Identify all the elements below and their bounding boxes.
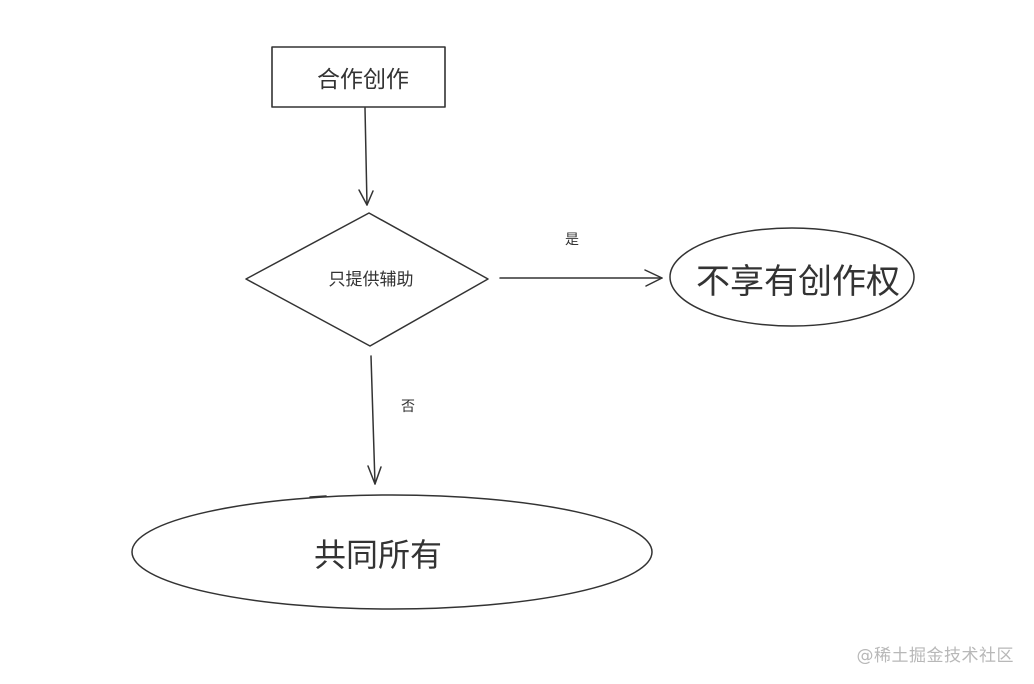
no-result-node-label: 共同所有 [314, 536, 442, 574]
yes-result-node-label: 不享有创作权 [696, 262, 900, 302]
no-result-node-ellipse [131, 494, 653, 610]
decision-node-diamond [245, 212, 489, 347]
arrow-decision-to-no [367, 355, 382, 485]
arrow-decision-to-yes [499, 269, 663, 287]
arrow-start-to-decision [358, 107, 374, 206]
decision-node-label: 只提供辅助 [329, 270, 414, 290]
no-result-ellipse-stroke-mark [309, 495, 327, 498]
yes-result-node-ellipse [669, 227, 915, 327]
watermark-text: @稀土掘金技术社区 [856, 646, 1014, 666]
start-node-box [271, 46, 446, 108]
start-node-label: 合作创作 [317, 67, 409, 93]
yes-edge-label: 是 [565, 232, 579, 248]
no-edge-label: 否 [401, 399, 415, 415]
